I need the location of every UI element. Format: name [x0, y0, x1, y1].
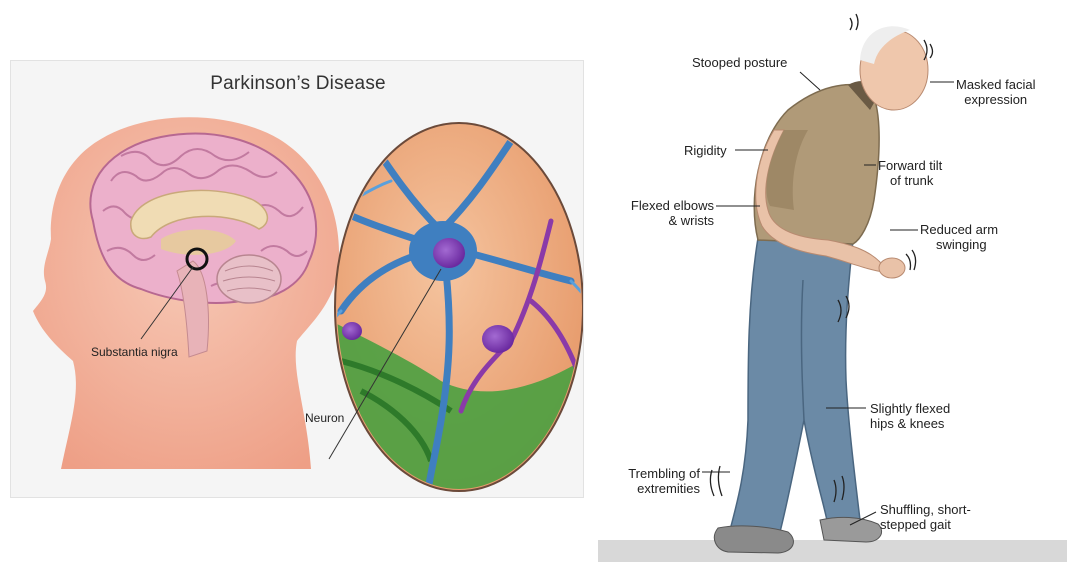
- left-shoe: [714, 526, 793, 553]
- label-reduced-arm-line1: Reduced arm: [920, 222, 998, 237]
- floor: [598, 540, 1067, 562]
- label-masked-facial: Masked facial expression: [956, 77, 1035, 107]
- brain-diagram-panel: Parkinson’s Disease: [10, 60, 584, 498]
- label-stooped-posture: Stooped posture: [692, 55, 787, 70]
- pants: [730, 238, 860, 532]
- label-neuron: Neuron: [305, 411, 344, 425]
- label-forward-tilt: Forward tilt of trunk: [878, 158, 942, 188]
- label-trembling-line1: Trembling of: [602, 466, 700, 481]
- label-shuffling: Shuffling, short- stepped gait: [880, 502, 971, 532]
- label-reduced-arm: Reduced arm swinging: [920, 222, 998, 252]
- label-trembling: Trembling of extremities: [602, 466, 700, 496]
- label-slightly-flexed: Slightly flexed hips & knees: [870, 401, 950, 431]
- cerebellum: [217, 255, 281, 303]
- label-shuffling-line1: Shuffling, short-: [880, 502, 971, 517]
- symptoms-diagram-panel: Stooped posture Masked facial expression…: [598, 0, 1067, 562]
- label-reduced-arm-line2: swinging: [920, 237, 998, 252]
- label-flexed-elbows: Flexed elbows & wrists: [614, 198, 714, 228]
- label-slightly-flexed-line1: Slightly flexed: [870, 401, 950, 416]
- label-flexed-elbows-line2: & wrists: [614, 213, 714, 228]
- brain-illustration: [11, 61, 584, 498]
- right-shoe: [820, 517, 882, 542]
- label-shuffling-line2: stepped gait: [880, 517, 971, 532]
- label-trembling-line2: extremities: [602, 481, 700, 496]
- label-masked-facial-line1: Masked facial: [956, 77, 1035, 92]
- label-substantia-nigra: Substantia nigra: [91, 345, 178, 359]
- label-forward-tilt-line1: Forward tilt: [878, 158, 942, 173]
- diagram-title: Parkinson’s Disease: [11, 73, 584, 95]
- hand: [879, 258, 905, 278]
- label-masked-facial-line2: expression: [956, 92, 1035, 107]
- label-flexed-elbows-line1: Flexed elbows: [614, 198, 714, 213]
- label-slightly-flexed-line2: hips & knees: [870, 416, 950, 431]
- label-rigidity: Rigidity: [684, 143, 727, 158]
- label-forward-tilt-line2: of trunk: [878, 173, 942, 188]
